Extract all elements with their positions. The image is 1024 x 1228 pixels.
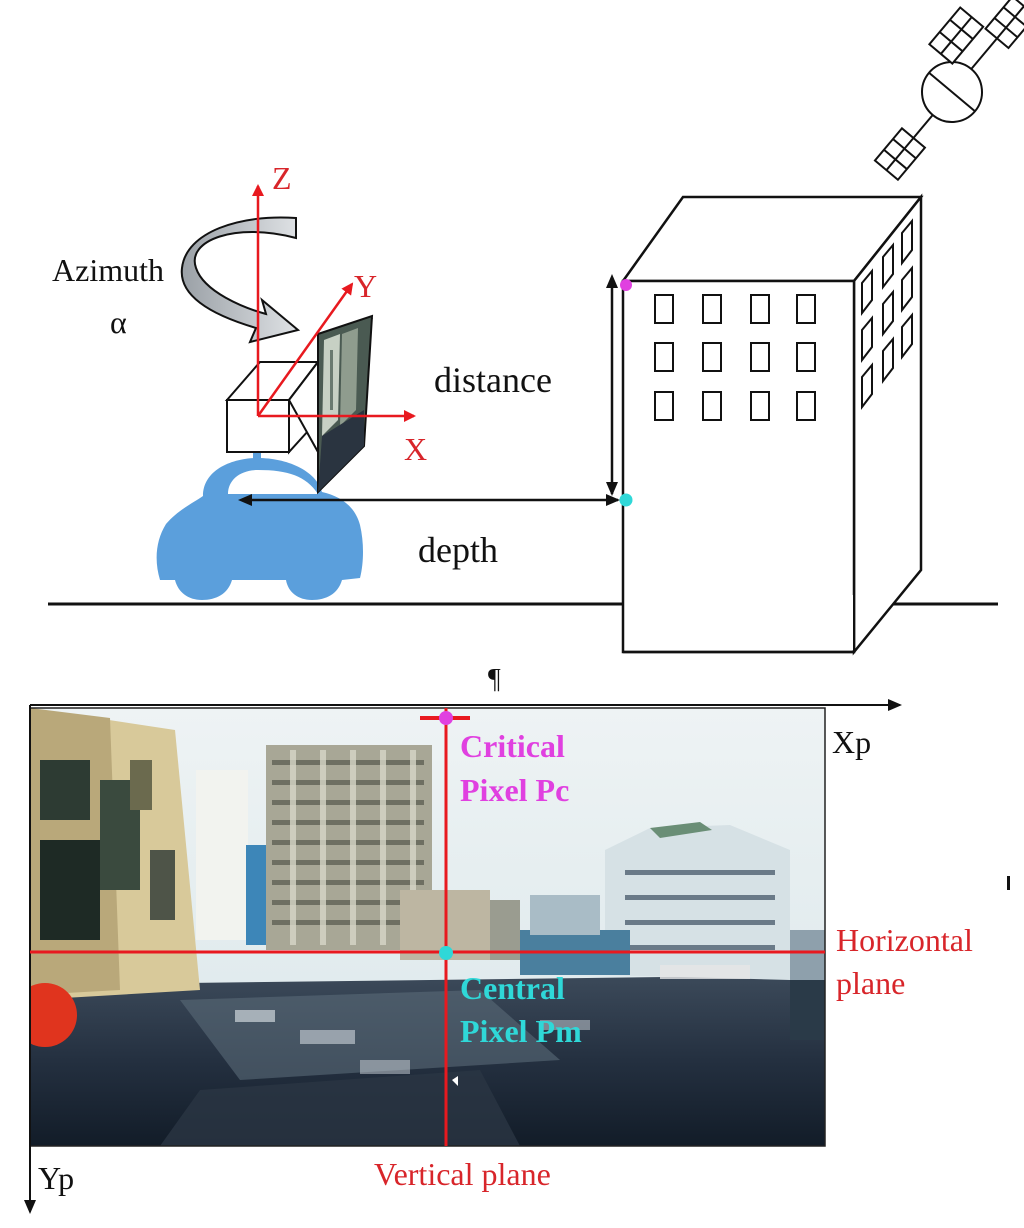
central-point-marker — [619, 493, 633, 507]
xp-label: Xp — [832, 724, 872, 760]
azimuth-label: Azimuth — [52, 252, 164, 288]
street-photo — [30, 708, 825, 1146]
edge-tick — [1007, 876, 1010, 890]
x-axis-label: X — [404, 431, 428, 467]
distance-label: distance — [434, 360, 552, 400]
camera-image-plane — [317, 314, 374, 495]
yp-label: Yp — [38, 1160, 75, 1196]
y-axis — [256, 282, 354, 417]
z-axis-label: Z — [272, 160, 292, 196]
top-mark: ¶ — [488, 664, 501, 695]
critical-pixel-label-line1: Critical — [460, 728, 565, 764]
building-icon — [620, 193, 924, 656]
azimuth-symbol: α — [110, 304, 127, 340]
horizontal-plane-label-line1: Horizontal — [836, 922, 973, 958]
horizontal-plane-label-line2: plane — [836, 965, 906, 1001]
cursor-mark — [452, 1076, 458, 1086]
critical-pixel-label-line2: Pixel Pc — [460, 772, 570, 808]
critical-point-marker — [620, 279, 632, 291]
central-pixel-marker — [439, 946, 453, 960]
depth-label: depth — [418, 530, 498, 570]
critical-pixel-marker — [439, 711, 453, 725]
central-pixel-label-line1: Central — [460, 970, 565, 1006]
central-pixel-label-line2: Pixel Pm — [460, 1013, 582, 1049]
azimuth-arrow — [180, 216, 301, 344]
satellite-icon — [873, 0, 1024, 182]
vertical-plane-label: Vertical plane — [374, 1156, 551, 1192]
y-axis-label: Y — [354, 268, 378, 304]
